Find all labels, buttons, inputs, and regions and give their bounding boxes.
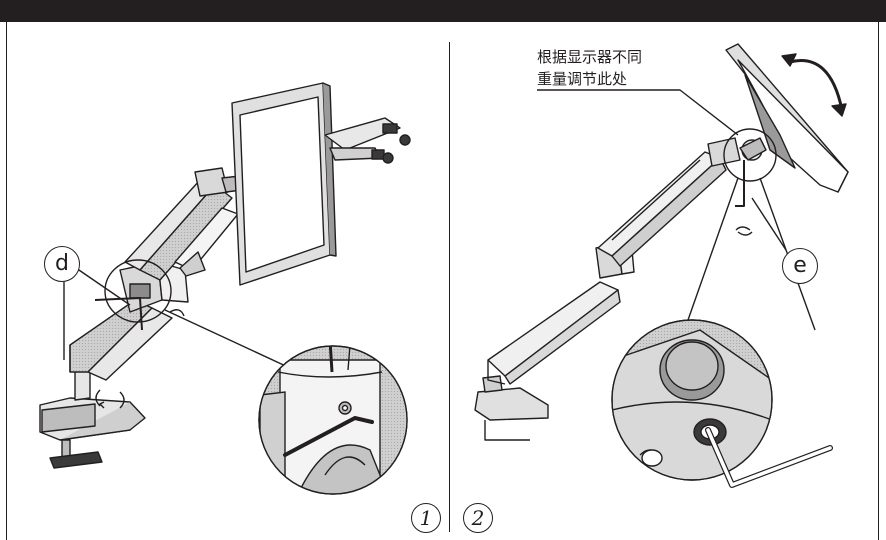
panel-1-arm: [39, 82, 411, 469]
lower-arm-2: [487, 281, 621, 385]
step-number-1: 1: [411, 503, 441, 533]
rotate-small-icon: [95, 389, 105, 409]
upper-arm-2: [597, 151, 727, 267]
detail-marker-2: [723, 128, 777, 182]
tilt-mount: [194, 167, 243, 197]
leader-line-note: [537, 89, 739, 136]
clamp-base-2: [474, 375, 549, 441]
clamp-base: [39, 369, 146, 469]
rotate-small-icon-2: [735, 226, 753, 236]
header-bar: [0, 0, 886, 22]
vesa-bracket: [324, 117, 411, 164]
monitor-2: [725, 43, 849, 193]
monitor: [231, 82, 337, 286]
rotate-arrow-icon: [789, 59, 844, 111]
adjustment-note: 根据显示器不同 重量调节此处: [537, 46, 642, 90]
callout-d: d: [44, 246, 80, 282]
leader-line-detail-1: [164, 309, 291, 369]
adjustment-note-line2: 重量调节此处: [537, 70, 628, 88]
upper-arm: [124, 179, 239, 281]
leader-line-e: [751, 197, 787, 251]
lower-arm: [69, 299, 173, 381]
page-frame: [6, 22, 879, 540]
panel-divider: [449, 42, 450, 532]
panel-2-arm: [474, 43, 849, 441]
callout-e: e: [782, 248, 818, 284]
detail-marker-1: [104, 259, 172, 323]
detail-zoom-2: [611, 319, 773, 481]
hex-key-icon: [94, 297, 143, 331]
detail-zoom-1: [258, 345, 408, 495]
leader-line-detail-2a: [687, 177, 739, 321]
step-number-2: 2: [463, 503, 493, 533]
adjustment-note-line1: 根据显示器不同: [537, 48, 643, 66]
